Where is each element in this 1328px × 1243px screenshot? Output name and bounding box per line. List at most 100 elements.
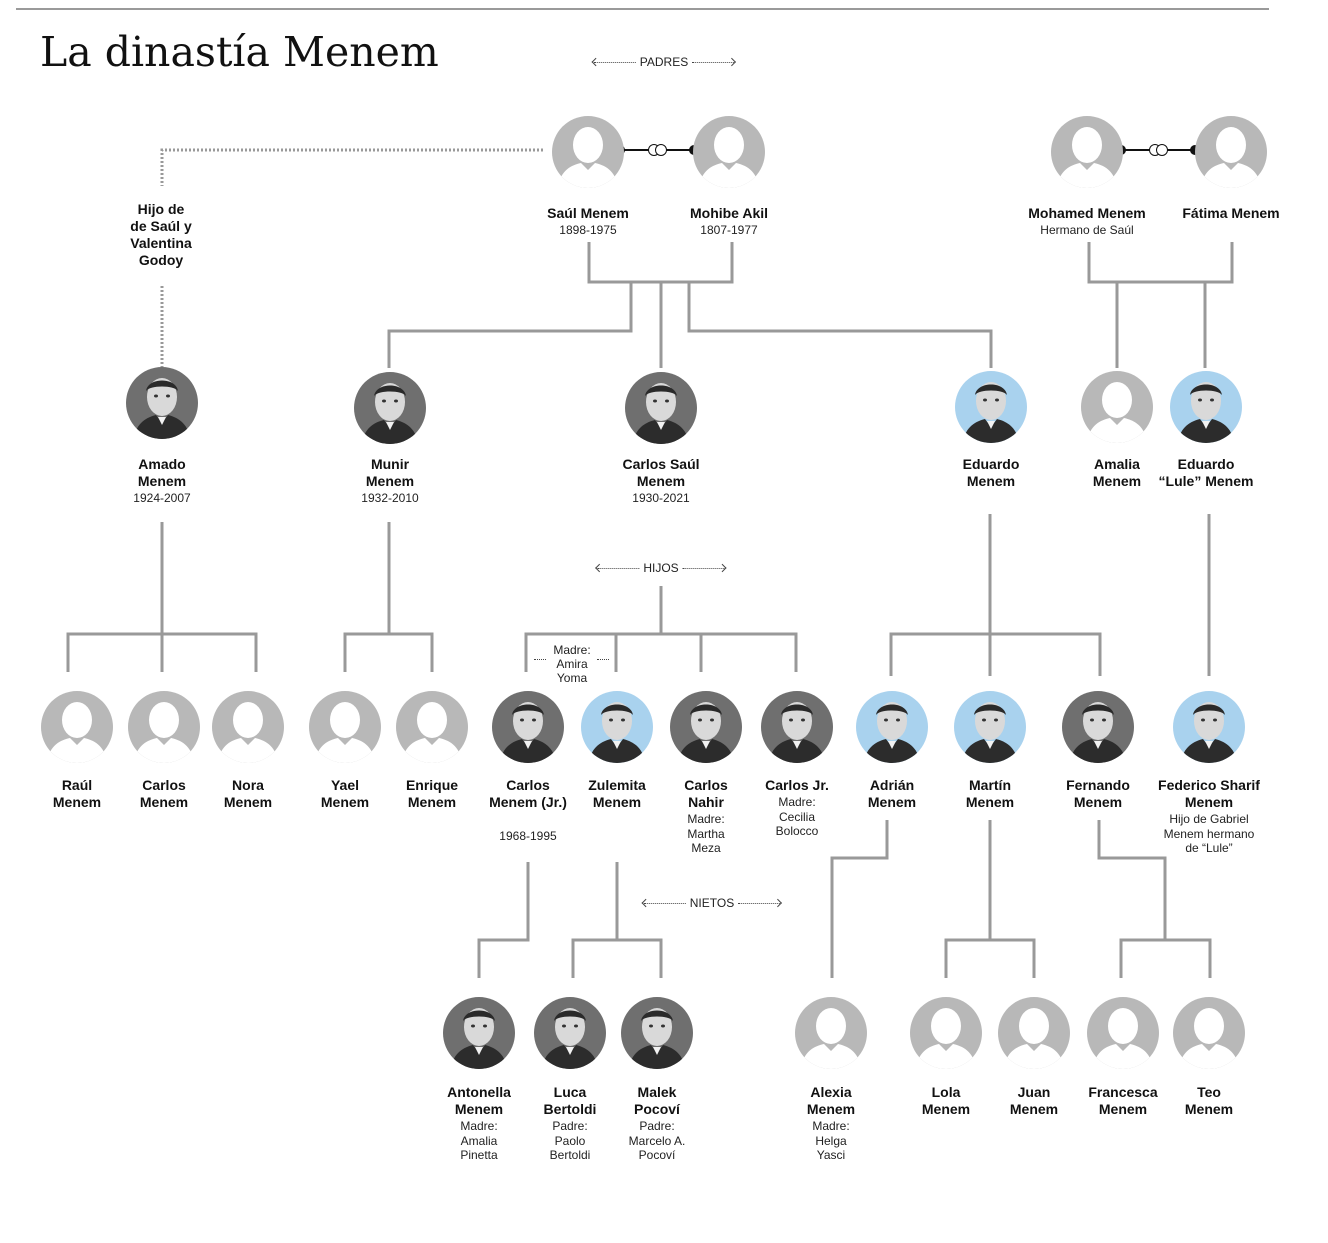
person-note-mohibe: 1807-1977	[700, 223, 758, 237]
portrait-photo-icon	[629, 1008, 685, 1069]
portrait-photo-icon	[134, 378, 190, 439]
avatar-luca	[534, 997, 606, 1069]
mother-note: Madre: Amira Yoma	[553, 643, 591, 685]
person-name-amado: Amado Menem	[137, 456, 187, 489]
person-note-munir: 1932-2010	[361, 491, 419, 505]
avatar-antonella	[443, 997, 515, 1069]
hijos-label: HIJOS	[597, 561, 725, 575]
person-name-antonella: Antonella Menem	[447, 1084, 511, 1117]
person-name-amalia: Amalia Menem	[1092, 456, 1142, 489]
avatar-enrique	[396, 691, 468, 763]
avatar-lola	[910, 997, 982, 1069]
person-note-antonella: Madre: Amalia Pinetta	[460, 1119, 498, 1162]
person-name-malek: Malek Pocoví	[634, 1084, 680, 1117]
avatar-fatima	[1195, 116, 1267, 188]
person-note-carlos-jr: Madre: Cecilia Bolocco	[775, 795, 819, 838]
person-name-luca: Luca Bertoldi	[543, 1084, 597, 1117]
avatar-nora	[212, 691, 284, 763]
person-name-lola: Lola Menem	[921, 1084, 971, 1117]
person-silhouette-icon	[402, 702, 462, 763]
person-name-carlos-saul: Carlos Saúl Menem	[622, 456, 700, 489]
portrait-photo-icon	[633, 383, 689, 444]
portrait-photo-icon	[542, 1008, 598, 1069]
portrait-photo-icon	[963, 382, 1019, 443]
person-silhouette-icon	[801, 1008, 861, 1069]
avatar-saul	[552, 116, 624, 188]
person-name-enrique: Enrique Menem	[405, 777, 459, 810]
avatar-martin	[954, 691, 1026, 763]
person-note-amado: 1924-2007	[133, 491, 191, 505]
person-note-carlos-jr-68: 1968-1995	[499, 829, 557, 843]
avatar-francesca	[1087, 997, 1159, 1069]
left-arrow-icon	[534, 659, 546, 660]
avatar-federico	[1173, 691, 1245, 763]
person-name-yael: Yael Menem	[320, 777, 370, 810]
avatar-carlos-jr-68	[492, 691, 564, 763]
avatar-fernando	[1062, 691, 1134, 763]
avatar-munir	[354, 372, 426, 444]
top-rule	[16, 8, 1269, 10]
person-name-carlos-a: Carlos Menem	[139, 777, 189, 810]
person-name-federico: Federico Sharif Menem	[1158, 777, 1260, 810]
person-silhouette-icon	[47, 702, 107, 763]
person-name-alexia: Alexia Menem	[806, 1084, 856, 1117]
portrait-photo-icon	[1178, 382, 1234, 443]
person-name-carlos-jr-68: Carlos Menem (Jr.)	[489, 777, 567, 810]
person-name-francesca: Francesca Menem	[1088, 1084, 1158, 1117]
right-arrow-icon	[597, 659, 609, 660]
person-name-nora: Nora Menem	[223, 777, 273, 810]
person-note-carlos-nahir: Madre: Martha Meza	[687, 812, 725, 855]
hijos-text: HIJOS	[643, 561, 679, 575]
person-note-alexia: Madre: Helga Yasci	[812, 1119, 850, 1162]
person-silhouette-icon	[1087, 382, 1147, 443]
portrait-photo-icon	[589, 702, 645, 763]
person-name-teo: Teo Menem	[1184, 1084, 1234, 1117]
portrait-photo-icon	[864, 702, 920, 763]
avatar-malek	[621, 997, 693, 1069]
left-arrow-icon	[597, 567, 640, 569]
right-arrow-icon	[692, 61, 735, 63]
nietos-label: NIETOS	[643, 896, 781, 910]
left-arrow-icon	[593, 61, 636, 63]
nietos-text: NIETOS	[689, 896, 735, 910]
person-name-carlos-nahir: Carlos Nahir	[684, 777, 728, 810]
person-silhouette-icon	[1093, 1008, 1153, 1069]
portrait-photo-icon	[451, 1008, 507, 1069]
portrait-photo-icon	[962, 702, 1018, 763]
person-note-mohamed: Hermano de Saúl	[1040, 223, 1134, 237]
avatar-carlos-a	[128, 691, 200, 763]
portrait-photo-icon	[1070, 702, 1126, 763]
person-name-zulemita: Zulemita Menem	[588, 777, 646, 810]
ring-icon	[1156, 144, 1168, 156]
person-silhouette-icon	[1179, 1008, 1239, 1069]
portrait-photo-icon	[362, 383, 418, 444]
avatar-amado	[126, 367, 198, 439]
side-note: Hijo de de Saúl y Valentina Godoy	[130, 201, 192, 268]
person-note-federico: Hijo de Gabriel Menem hermano de “Lule”	[1163, 812, 1255, 855]
person-name-eduardo: Eduardo Menem	[962, 456, 1020, 489]
person-name-fernando: Fernando Menem	[1066, 777, 1130, 810]
avatar-mohamed	[1051, 116, 1123, 188]
person-name-mohamed: Mohamed Menem	[1028, 205, 1146, 221]
right-arrow-icon	[738, 902, 781, 904]
person-note-malek: Padre: Marcelo A. Pocoví	[628, 1119, 686, 1162]
avatar-eduardo	[955, 371, 1027, 443]
person-name-martin: Martín Menem	[965, 777, 1015, 810]
person-silhouette-icon	[218, 702, 278, 763]
person-note-carlos-saul: 1930-2021	[632, 491, 690, 505]
person-silhouette-icon	[1201, 127, 1261, 188]
person-silhouette-icon	[1004, 1008, 1064, 1069]
person-name-saul: Saúl Menem	[547, 205, 629, 221]
person-name-mohibe: Mohibe Akil	[689, 205, 769, 221]
person-silhouette-icon	[699, 127, 759, 188]
avatar-raul	[41, 691, 113, 763]
portrait-photo-icon	[769, 702, 825, 763]
avatar-teo	[1173, 997, 1245, 1069]
avatar-carlos-saul	[625, 372, 697, 444]
connector-lines	[66, 242, 1234, 978]
avatar-carlos-nahir	[670, 691, 742, 763]
avatar-carlos-jr	[761, 691, 833, 763]
person-silhouette-icon	[1057, 127, 1117, 188]
portrait-photo-icon	[678, 702, 734, 763]
